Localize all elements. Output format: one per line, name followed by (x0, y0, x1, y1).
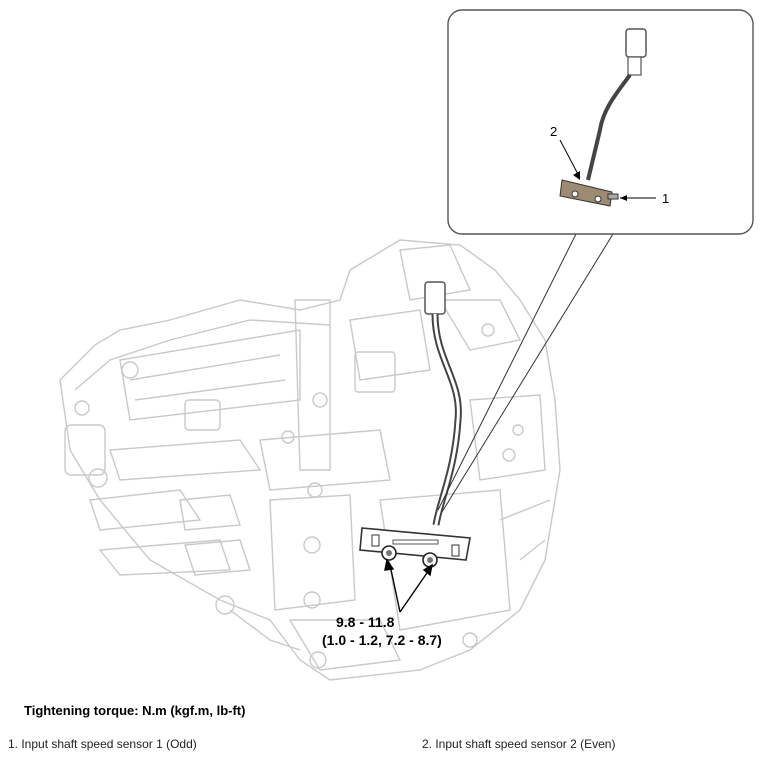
sensor-connector (625, 28, 647, 76)
legend-item-1: 1. Input shaft speed sensor 1 (Odd) (8, 737, 197, 751)
speed-sensor-harness (424, 281, 462, 526)
legend-item-2: 2. Input shaft speed sensor 2 (Even) (422, 737, 616, 751)
transmission-housing-illustration (59, 239, 561, 681)
sensor-bracket-detail (559, 179, 619, 207)
sensor-bolt-even (422, 552, 438, 568)
torque-alt-units: (1.0 - 1.2, 7.2 - 8.7) (322, 632, 442, 648)
detail-inset: 2 1 (447, 9, 754, 235)
transmission-diagram: 9.8 - 11.8 (1.0 - 1.2, 7.2 - 8.7) 2 1 (59, 9, 754, 681)
torque-value: 9.8 - 11.8 (336, 614, 395, 630)
callout-2-leader (559, 139, 581, 179)
torque-arrows (384, 558, 434, 613)
detail-leader-lines (437, 229, 614, 513)
sensor-bracket (359, 527, 471, 561)
callout-1-label: 1 (662, 191, 669, 206)
callout-2-label: 2 (550, 124, 557, 139)
sensor-bolt-odd (381, 545, 397, 561)
sensor-cable (586, 73, 632, 181)
torque-caption: Tightening torque: N.m (kgf.m, lb-ft) (24, 703, 246, 718)
